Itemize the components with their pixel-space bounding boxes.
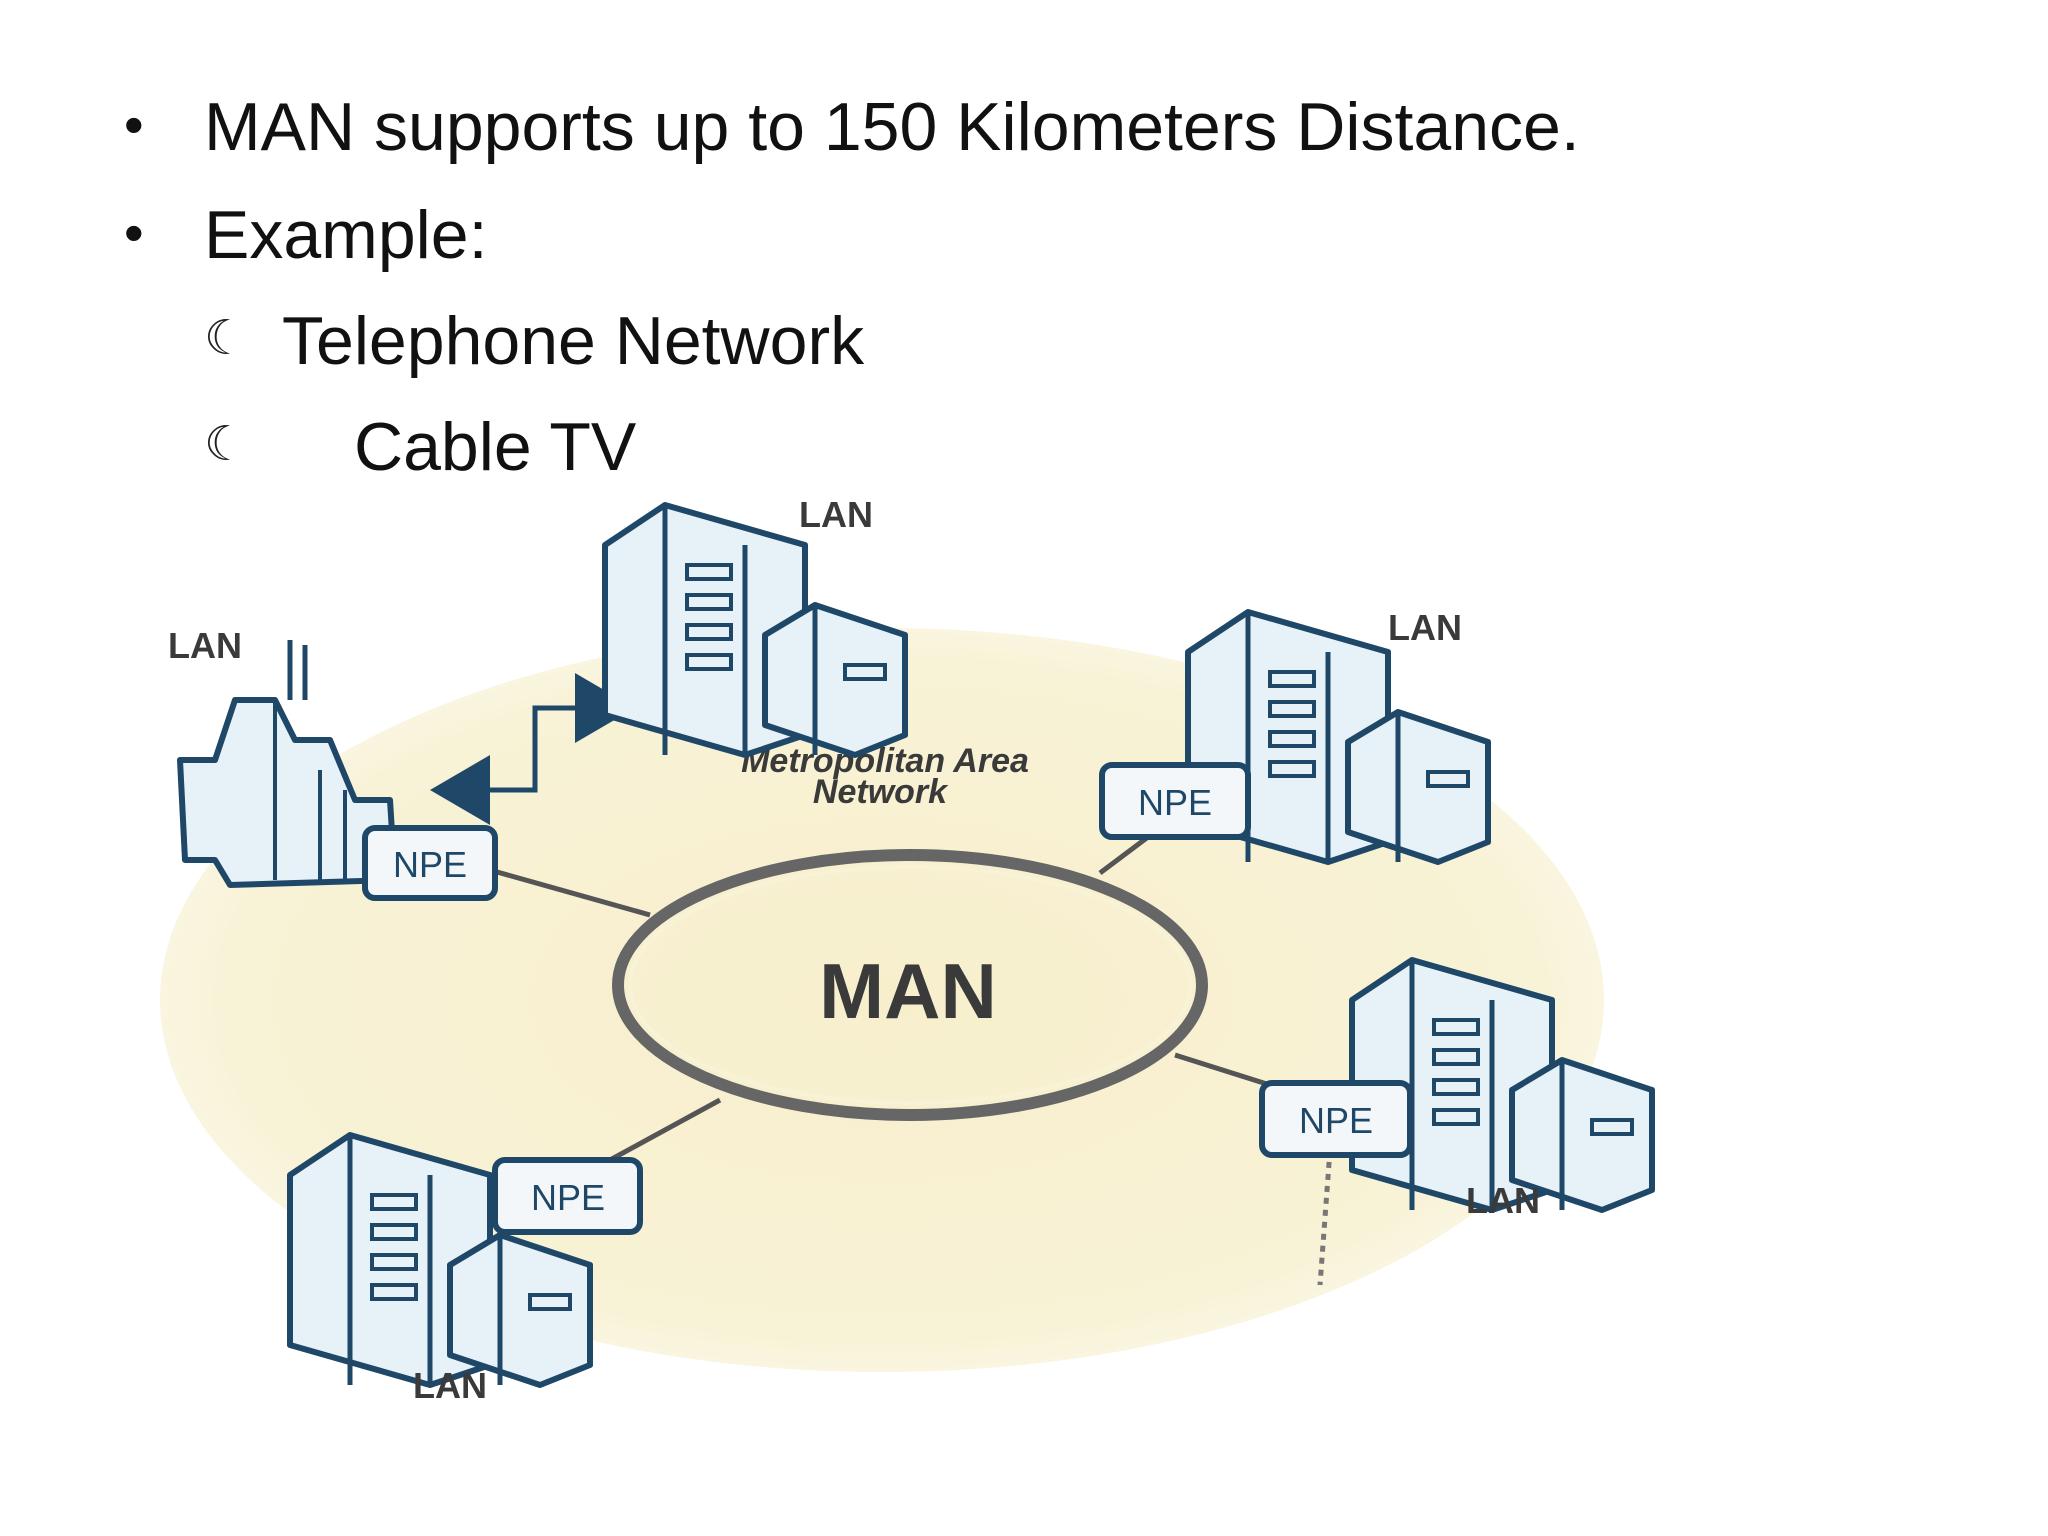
link-line (608, 1097, 722, 1163)
lan-label: LAN (1388, 607, 1462, 648)
man-ring-inner (628, 865, 1192, 1105)
lan-building-icon (177, 640, 398, 888)
bullet-list: • MAN supports up to 150 Kilometers Dist… (0, 0, 2048, 500)
sub-bullet-text: Cable TV (354, 409, 637, 485)
link-line (1174, 1052, 1271, 1088)
lan-label: LAN (413, 1365, 487, 1406)
sub-bullet-text: Telephone Network (282, 303, 865, 379)
bullet-text: MAN supports up to 150 Kilometers Distan… (204, 89, 1580, 165)
npe-label: NPE (531, 1177, 605, 1218)
npe-label: NPE (1299, 1100, 1373, 1141)
npe-label: NPE (393, 844, 467, 885)
lan-building-icon (605, 505, 905, 755)
link-line (489, 867, 651, 918)
npe-box: NPE (492, 1157, 643, 1235)
npe-box: NPE (1099, 762, 1251, 840)
crescent-bullet-icon: ☾ (204, 418, 248, 471)
npe-label: NPE (1138, 782, 1212, 823)
lan-label: LAN (168, 625, 242, 666)
bullet-dot: • (124, 201, 144, 264)
bullet-dot: • (124, 93, 144, 156)
lan-label: LAN (799, 494, 873, 535)
npe-box: NPE (362, 825, 498, 901)
crescent-bullet-icon: ☾ (204, 312, 248, 365)
dotted-link-line (1317, 1149, 1333, 1286)
bullet-text: Example: (204, 197, 488, 273)
diagram-caption-line1: Metropolitan Area (741, 742, 1029, 780)
diagram-caption-line2: Network (813, 773, 949, 811)
man-ring (612, 849, 1208, 1121)
man-label: MAN (819, 947, 997, 1035)
npe-box: NPE (1259, 1080, 1413, 1158)
lan-label: LAN (1466, 1180, 1540, 1221)
